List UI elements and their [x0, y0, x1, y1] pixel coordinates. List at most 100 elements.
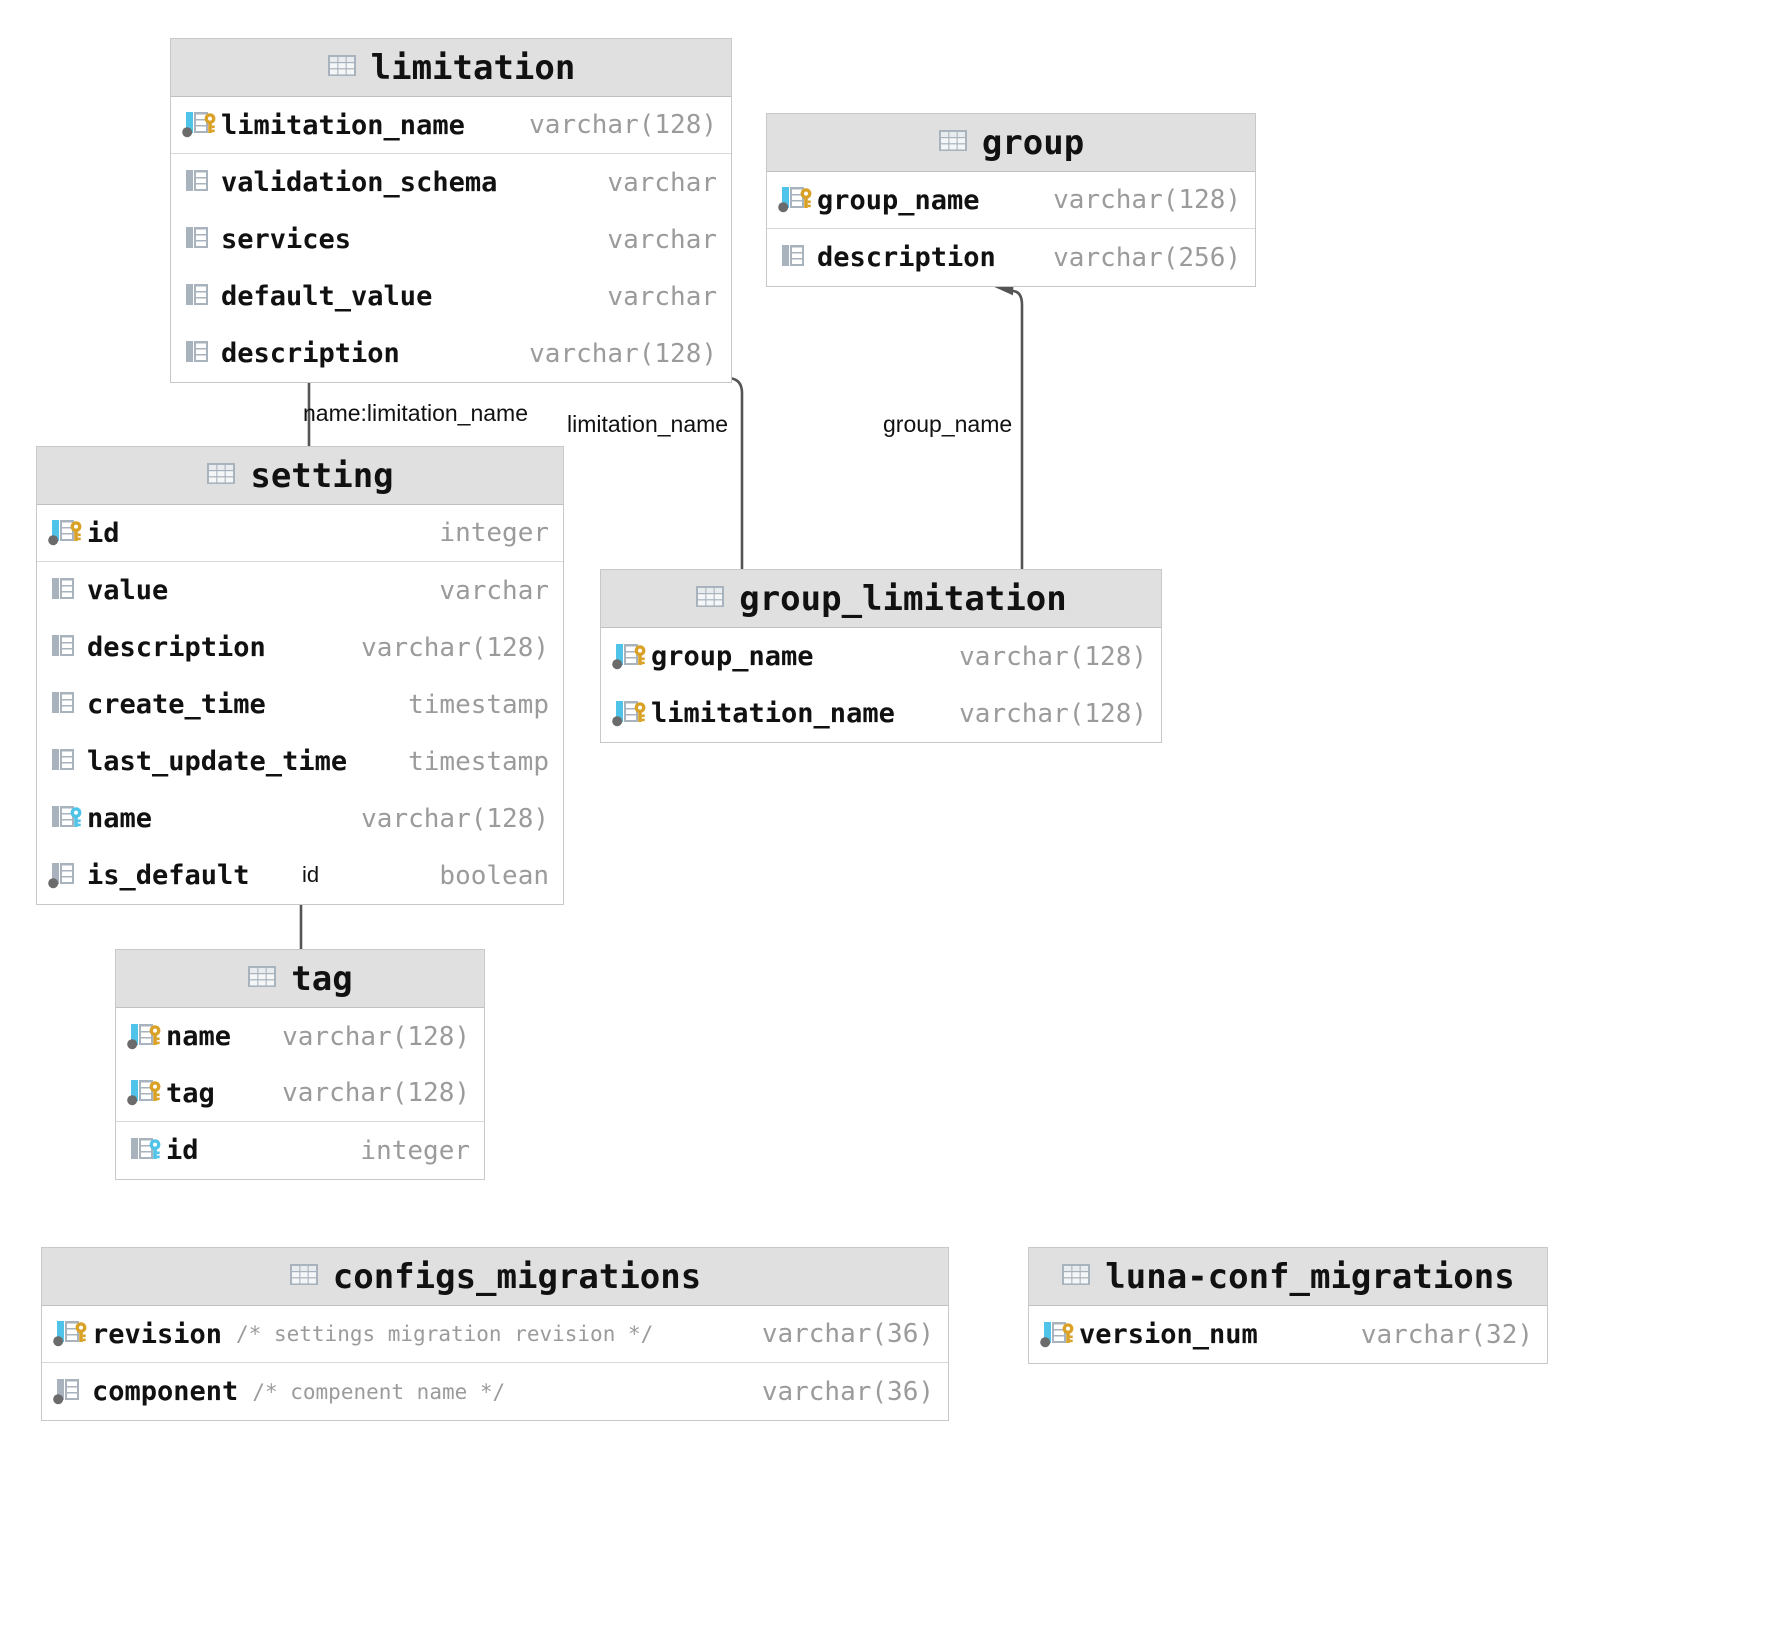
primary-key-notnull-icon — [777, 182, 817, 218]
column-type: varchar(36) — [761, 1319, 934, 1349]
column-comment: /* settings migration revision */ — [236, 1322, 654, 1346]
column-name: tag — [166, 1077, 215, 1109]
column-type: varchar — [607, 224, 717, 255]
column-row[interactable]: services varchar — [171, 211, 731, 268]
column-type: varchar — [607, 281, 717, 312]
unique-key-icon — [126, 1133, 166, 1169]
table-icon — [327, 53, 357, 83]
entity-table-configs_migrations[interactable]: configs_migrations revision /* settings m… — [41, 1247, 949, 1421]
entity-title: tag — [291, 958, 353, 999]
entity-header-configs_migrations[interactable]: configs_migrations — [42, 1248, 948, 1306]
entity-title: configs_migrations — [332, 1256, 702, 1297]
column-icon — [181, 222, 221, 258]
entity-title: luna-conf_migrations — [1105, 1256, 1515, 1297]
entity-title: setting — [250, 455, 394, 496]
entity-title: group_limitation — [739, 578, 1067, 619]
column-type: varchar(128) — [529, 338, 717, 369]
column-type: varchar(128) — [1053, 185, 1241, 215]
column-type: varchar — [607, 167, 717, 198]
column-icon — [47, 744, 87, 780]
column-name: limitation_name — [651, 698, 895, 729]
column-icon — [47, 573, 87, 609]
primary-key-notnull-icon — [611, 639, 651, 675]
column-row[interactable]: component/* compenent name */varchar(36) — [42, 1363, 948, 1420]
primary-key-notnull-icon — [611, 696, 651, 732]
column-name: revision — [92, 1318, 223, 1350]
column-name: limitation_name — [221, 109, 465, 141]
entity-header-group_limitation[interactable]: group_limitation — [601, 570, 1161, 628]
entity-header-limitation[interactable]: limitation — [171, 39, 731, 97]
column-type: varchar(128) — [959, 698, 1147, 729]
column-type: integer — [439, 518, 549, 548]
column-type: boolean — [439, 860, 549, 891]
column-row[interactable]: limitation_name varchar(128) — [601, 685, 1161, 742]
column-icon — [181, 165, 221, 201]
table-icon — [695, 584, 725, 614]
edge-label-tag-setting: id — [302, 862, 320, 887]
column-row[interactable]: tag varchar(128) — [116, 1065, 484, 1122]
column-notnull-icon — [47, 858, 87, 894]
edge-grouplimitation-group — [992, 276, 1024, 569]
column-type: varchar(128) — [361, 632, 549, 663]
column-type: varchar — [439, 575, 549, 606]
column-type: varchar(256) — [1053, 242, 1241, 273]
column-row[interactable]: default_value varchar — [171, 268, 731, 325]
entity-header-luna-conf_migrations[interactable]: luna-conf_migrations — [1029, 1248, 1547, 1306]
primary-key-notnull-icon — [47, 515, 87, 551]
column-name: component — [92, 1376, 239, 1407]
column-name: default_value — [221, 281, 433, 312]
column-type: varchar(128) — [282, 1078, 470, 1108]
entity-header-setting[interactable]: setting — [37, 447, 563, 505]
column-name: description — [817, 242, 996, 273]
primary-key-notnull-icon — [52, 1316, 92, 1352]
column-icon — [47, 630, 87, 666]
column-notnull-icon — [52, 1374, 92, 1410]
column-comment: /* compenent name */ — [252, 1379, 506, 1404]
table-icon — [247, 964, 277, 994]
column-row[interactable]: description varchar(128) — [171, 325, 731, 382]
column-row[interactable]: description varchar(256) — [767, 229, 1255, 286]
table-icon — [206, 461, 236, 491]
column-icon — [181, 279, 221, 315]
column-row[interactable]: value varchar — [37, 562, 563, 619]
column-name: version_num — [1079, 1319, 1258, 1350]
table-icon — [938, 128, 968, 158]
column-name: value — [87, 575, 169, 606]
table-icon — [1061, 1262, 1091, 1292]
edge-label-grouplimitation-limitation: limitation_name — [567, 411, 729, 437]
column-name: services — [221, 224, 352, 255]
primary-key-notnull-icon — [1039, 1317, 1079, 1353]
column-row[interactable]: revision /* settings migration revision *… — [42, 1306, 948, 1363]
entity-header-tag[interactable]: tag — [116, 950, 484, 1008]
column-type: timestamp — [408, 689, 549, 720]
primary-key-notnull-icon — [126, 1019, 166, 1055]
column-type: varchar(128) — [282, 1021, 470, 1052]
entity-header-group[interactable]: group — [767, 114, 1255, 172]
column-icon — [181, 336, 221, 372]
column-name: description — [221, 338, 400, 369]
